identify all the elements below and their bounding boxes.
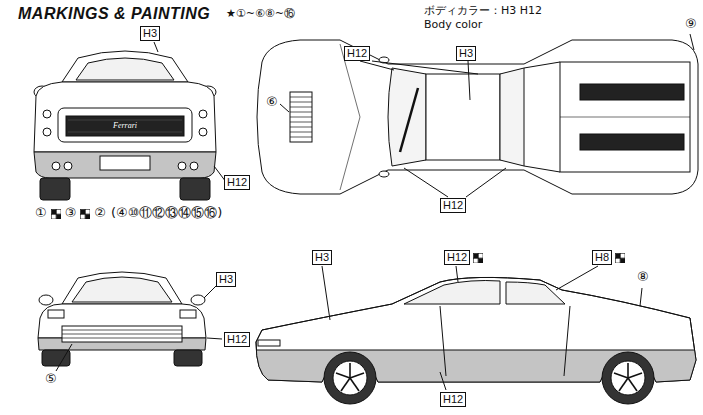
callout-number: ③ xyxy=(64,206,78,221)
color-code: H12 xyxy=(444,250,470,265)
color-code: H3 xyxy=(456,46,476,61)
color-code: H12 xyxy=(224,175,250,190)
color-code: H12 xyxy=(440,198,466,213)
color-code: H3 xyxy=(216,272,236,287)
color-code: H12 xyxy=(440,392,466,407)
callout-number: ⑥ xyxy=(265,95,279,110)
callout-number: ① xyxy=(34,206,48,221)
note-text: Body color xyxy=(424,19,482,32)
color-code: H3 xyxy=(312,250,332,265)
side-view xyxy=(250,266,702,404)
decal-mark xyxy=(615,253,625,263)
badge-text: Ferrari xyxy=(112,121,138,130)
note-text: ★①~⑥⑧~⑯ xyxy=(226,8,295,21)
top-view xyxy=(257,34,698,197)
diagram-title: MARKINGS & PAINTING xyxy=(18,5,210,23)
color-code: H12 xyxy=(344,46,370,61)
decal-mark xyxy=(80,209,90,219)
note-text: ボディカラー：H3 H12 xyxy=(424,5,542,18)
decal-mark xyxy=(51,209,61,219)
color-code: H3 xyxy=(140,26,160,41)
callout-number: ⑤ xyxy=(44,372,58,387)
callout-number: ⑧ xyxy=(636,270,650,285)
front-view xyxy=(38,272,222,371)
color-code: H8 xyxy=(592,250,612,265)
color-code: H12 xyxy=(224,332,250,347)
rear-view xyxy=(34,42,226,200)
callout-number: ⑨ xyxy=(684,17,698,32)
decal-mark xyxy=(473,253,483,263)
callout-number: ② xyxy=(93,206,107,221)
callout-number: (④⑩⑪⑫⑬⑭⑮⑯) xyxy=(110,206,223,221)
